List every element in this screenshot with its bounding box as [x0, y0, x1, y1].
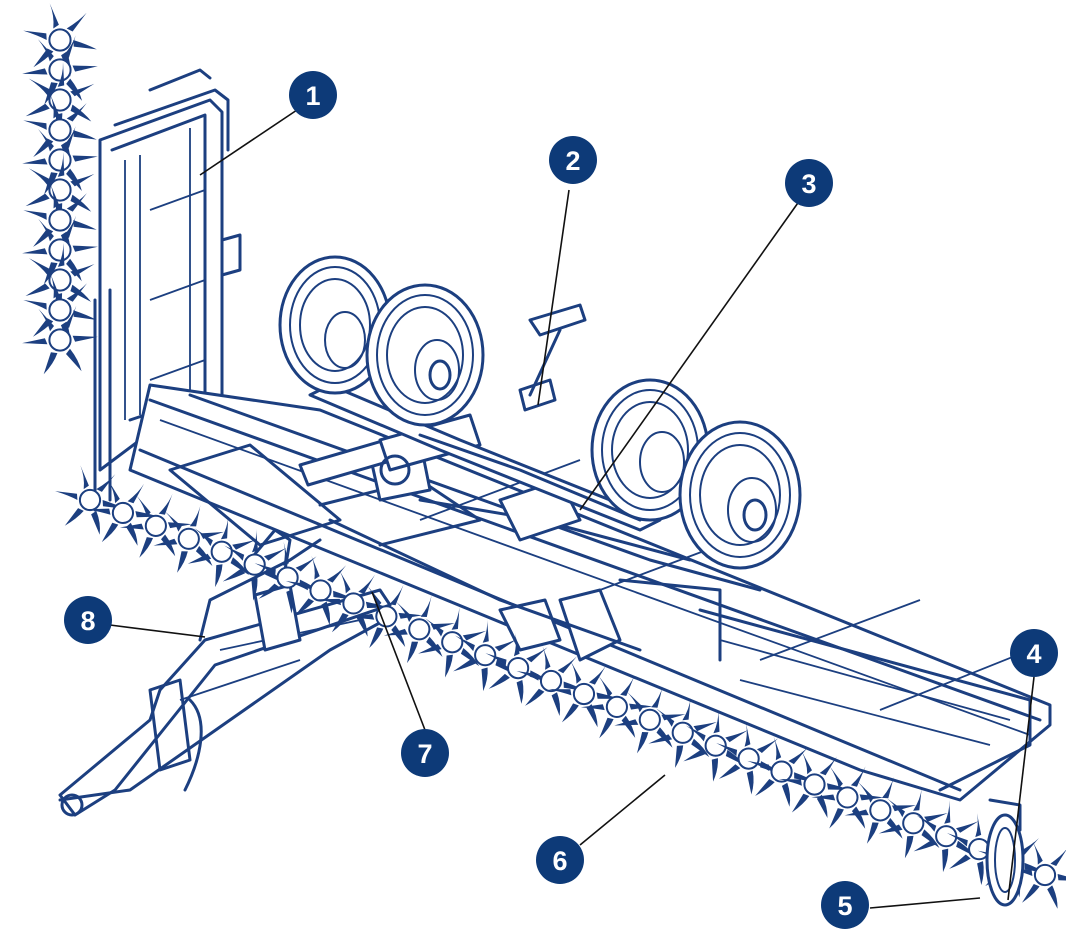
callout-4-number: 4: [1026, 639, 1041, 669]
leader-line-7: [371, 591, 426, 731]
main-tine-star: [1009, 841, 1066, 909]
wheel-front-right: [678, 420, 802, 570]
leader-line-5: [869, 897, 981, 909]
main-tine-star: [580, 675, 653, 739]
leader-line-4: [1007, 676, 1035, 901]
callout-1-number: 1: [305, 81, 320, 111]
callout-6: 6: [536, 836, 584, 884]
folded-wing: [93, 68, 242, 512]
main-tine-star: [222, 528, 287, 601]
callout-3-number: 3: [801, 169, 816, 199]
leader-line-1: [199, 109, 298, 176]
main-tine-star: [418, 607, 487, 678]
main-tine-star: [548, 660, 620, 728]
main-tine-star: [317, 570, 390, 637]
callout-8-number: 8: [80, 606, 95, 636]
callout-6-number: 6: [552, 846, 567, 876]
callout-7-number: 7: [417, 739, 432, 769]
main-tine-star: [844, 776, 916, 844]
main-tine-star: [187, 516, 256, 588]
callout-5-number: 5: [837, 891, 852, 921]
callout-2-number: 2: [565, 146, 580, 176]
callout-7: 7: [401, 729, 449, 777]
callout-1: 1: [289, 71, 337, 119]
leader-line-8: [109, 624, 206, 638]
callout-2: 2: [549, 136, 597, 184]
main-tine-star: [811, 766, 884, 829]
callout-3: 3: [785, 159, 833, 207]
main-tine-star: [285, 555, 356, 626]
folded-wing-tines: [22, 3, 98, 375]
main-tine-star: [778, 750, 851, 818]
main-tine-star: [683, 709, 749, 782]
machine-illustration: [22, 3, 1066, 909]
callout-4: 4: [1010, 629, 1058, 677]
callouts: 1 2 3 4 5 6 7 8: [64, 71, 1058, 929]
main-tine-star: [716, 722, 782, 795]
main-tine-star: [747, 736, 816, 807]
transport-wheels: [278, 255, 802, 570]
leader-line-6: [579, 774, 666, 846]
main-tine-star: [453, 619, 518, 692]
main-tine-star: [648, 697, 718, 768]
main-tine-star: [55, 465, 125, 535]
callout-5: 5: [821, 881, 869, 929]
wing-tine-star: [23, 3, 97, 77]
callout-8: 8: [64, 596, 112, 644]
main-tine-star: [913, 800, 979, 873]
leader-line-3: [579, 199, 801, 511]
wing-tine-star: [22, 305, 98, 375]
leader-line-2: [537, 189, 570, 406]
wheel-rear-right: [365, 283, 485, 427]
gauge-wheel: [985, 798, 1025, 907]
tongue: [58, 528, 392, 817]
